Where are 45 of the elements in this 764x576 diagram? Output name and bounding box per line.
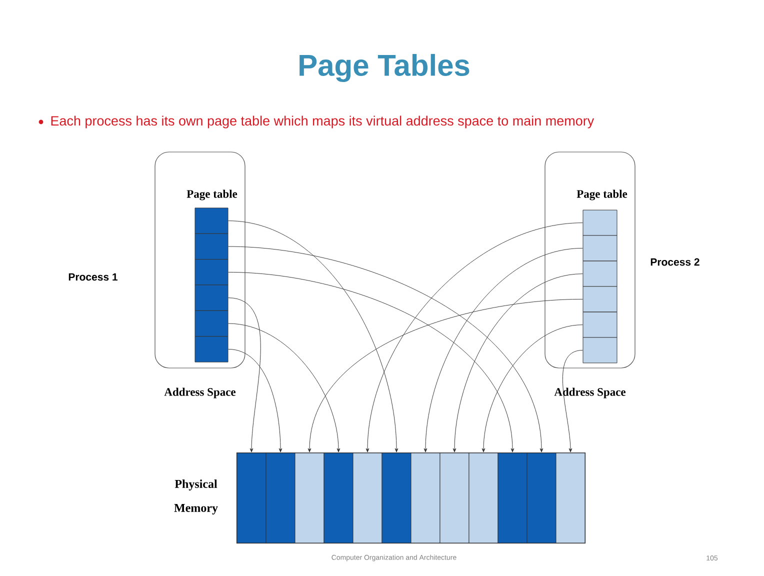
arrow: [228, 298, 261, 452]
table-heading: Page table: [186, 190, 238, 200]
page-table-entry: [194, 284, 228, 311]
arrow: [562, 350, 583, 452]
page-table-entry: [582, 260, 618, 287]
arrow: [308, 298, 583, 452]
memory-frame: [498, 452, 528, 544]
arrow: [482, 324, 583, 452]
memory-frame: [556, 452, 586, 544]
arrow: [228, 246, 544, 452]
arrow: [228, 220, 398, 452]
arrow: [228, 323, 340, 452]
page-table-entry: [582, 210, 618, 236]
page-table-entry: [582, 312, 618, 338]
title: Page Tables: [300, 54, 470, 82]
page-table-entry: [194, 208, 228, 234]
arrow: [452, 274, 583, 452]
table-heading: Page table: [576, 190, 628, 200]
memory-frame: [440, 452, 470, 544]
memory-frame: [266, 452, 296, 544]
memory-label: Physical Memory: [174, 480, 218, 514]
page-table-entry: [194, 310, 228, 337]
arrow: [366, 222, 583, 452]
memory-frame: [324, 452, 354, 544]
memory-frame: [468, 452, 498, 544]
memory-frame: [410, 452, 440, 544]
memory-frame: [382, 452, 412, 544]
page-table-entry: [194, 336, 228, 362]
arrow: [228, 272, 514, 452]
memory-frame: [236, 452, 266, 544]
page-table-entry: [582, 286, 618, 312]
memory-frame: [526, 452, 556, 544]
memory-frame: [294, 452, 324, 544]
bullet-text: Each process has its own page table which maps its virtual address space to main memory: [51, 116, 594, 128]
address-space-label: Address Space: [554, 388, 626, 398]
page-table-entry: [194, 233, 228, 260]
process-label: Process 1: [68, 273, 118, 281]
address-space-label: Address Space: [164, 388, 236, 398]
arrow: [424, 248, 583, 452]
memory-frame: [352, 452, 382, 544]
page-table-entry: [194, 259, 228, 286]
process-label: Process 2: [650, 258, 700, 266]
arrow: [228, 348, 282, 452]
page-table-entry: [582, 235, 618, 262]
page-table-entry: [582, 337, 618, 364]
